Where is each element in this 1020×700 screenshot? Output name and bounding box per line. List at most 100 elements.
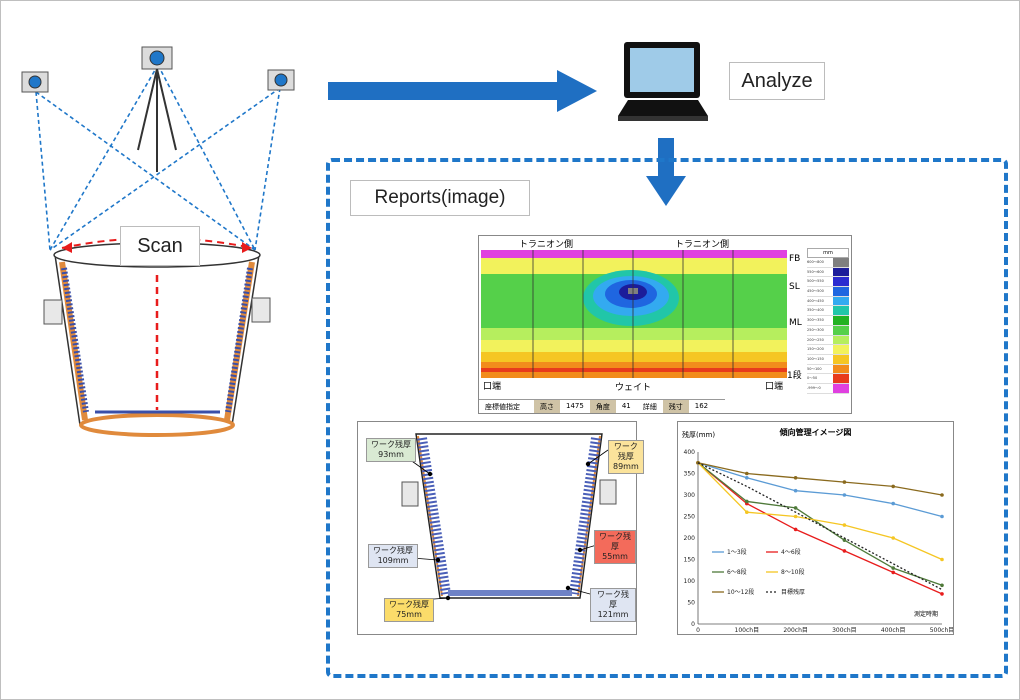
data-point: [940, 514, 944, 519]
heatmap-1dan-label: 1段: [787, 371, 802, 381]
y-tick-label: 50: [687, 600, 695, 607]
legend-swatch: [833, 287, 849, 296]
remain-label: 残寸: [662, 400, 689, 413]
legend-label: 500～550: [807, 279, 824, 284]
legend-row: 450～500: [807, 287, 849, 297]
legend-label: 150～200: [807, 347, 824, 352]
legend-label: 300～350: [807, 318, 824, 323]
data-point: [940, 592, 944, 596]
heatmap-footer: 座標値指定 高さ 1475 角度 41 詳細 残寸 162: [479, 399, 725, 413]
data-point: [842, 549, 847, 553]
chart-ylabel: 残厚(mm): [682, 431, 716, 439]
legend-row: 400～450: [807, 296, 849, 307]
legend-text: 目標残厚: [781, 588, 805, 596]
laptop-icon: [618, 42, 708, 121]
series-line: [697, 462, 943, 591]
series-line: [697, 462, 943, 496]
data-point: [745, 471, 749, 476]
legend-header: mm: [807, 248, 849, 258]
data-point: [891, 566, 895, 570]
legend-text: 8～10段: [781, 568, 804, 576]
remain-value: 162: [694, 402, 709, 410]
angle-label: 角度: [589, 400, 616, 413]
heatmap-fb-label: FB: [789, 254, 801, 264]
legend-text: 6～8段: [727, 568, 747, 576]
x-tick-label: 400ch目: [881, 627, 906, 634]
y-tick-label: 100: [684, 578, 696, 585]
scanner-left-icon: [21, 71, 49, 93]
data-point: [842, 480, 847, 484]
legend-row: 200～250: [807, 335, 849, 346]
legend-text: 10～12段: [727, 588, 754, 596]
scan-label: Scan: [120, 226, 200, 266]
legend-row: 50～100: [807, 364, 849, 375]
legend-row: 600～800: [807, 258, 849, 268]
chart-title: 傾向管理イメージ図: [779, 428, 852, 437]
legend-swatch: [833, 383, 849, 393]
y-tick-label: 150: [684, 557, 696, 564]
scanner-right-icon: [267, 69, 295, 91]
x-tick-label: 100ch目: [735, 627, 760, 634]
data-point: [891, 536, 895, 540]
data-point: [793, 514, 798, 519]
angle-value: 41: [621, 402, 631, 410]
y-tick-label: 250: [684, 514, 696, 521]
legend-row: 150～200: [807, 345, 849, 355]
legend-swatch: [833, 345, 849, 354]
data-point: [793, 476, 798, 480]
heatmap-bottom-left-label: 口端: [483, 382, 502, 392]
section-diagram: [401, 433, 617, 601]
data-point: [940, 583, 944, 588]
reports-label: Reports(image): [350, 180, 530, 216]
legend-swatch: [833, 316, 849, 325]
heatmap-panel: トラニオン側 トラニオン側 FB SL ML 1段 口端 ウェイト 口端 mm …: [478, 235, 852, 414]
legend-swatch: [833, 258, 849, 267]
data-point: [940, 557, 944, 562]
heatmap-bottom-right-label: 口端: [765, 382, 784, 392]
data-point: [842, 493, 847, 497]
legend-swatch: [833, 325, 849, 335]
heatmap-ml-label: ML: [789, 318, 802, 328]
series-line: [697, 462, 943, 561]
legend-label: 550～600: [807, 269, 824, 274]
legend-row: 550～600: [807, 267, 849, 278]
legend-swatch: [833, 374, 849, 383]
analyze-label: Analyze: [729, 62, 825, 100]
legend-swatch: [833, 364, 849, 374]
detail-label: 詳細: [642, 403, 657, 411]
chart-xlabel: 測定時期: [914, 611, 939, 618]
series-line: [697, 462, 943, 595]
y-tick-label: 400: [684, 449, 696, 456]
series-line: [697, 462, 943, 518]
legend-label: 100～150: [807, 356, 824, 361]
heatmap-image: [481, 250, 787, 378]
y-tick-label: 200: [684, 535, 696, 542]
heatmap-top-left-label: トラニオン側: [519, 240, 574, 250]
legend-label: 0～50: [807, 376, 818, 381]
legend-label: 600～800: [807, 260, 824, 264]
legend-label: 50～100: [807, 366, 822, 371]
x-tick-label: 300ch目: [832, 627, 857, 634]
heatmap-top-right-label: トラニオン側: [675, 240, 730, 250]
data-point: [793, 506, 798, 510]
arrow-right-icon: [328, 70, 597, 112]
data-point: [940, 493, 944, 497]
heatmap-sl-label: SL: [789, 282, 800, 292]
scan-diagram: [21, 46, 295, 437]
legend-text: 1～3段: [727, 548, 747, 556]
legend-row: 0～50: [807, 374, 849, 384]
data-point: [842, 523, 847, 527]
scan-beams: [35, 64, 281, 251]
legend-swatch: [833, 306, 849, 316]
y-tick-label: 350: [684, 471, 696, 478]
legend-label: 400～450: [807, 298, 824, 303]
legend-row: 250～300: [807, 325, 849, 336]
data-point: [891, 484, 895, 489]
coord-label: 座標値指定: [485, 403, 520, 411]
data-point: [793, 527, 798, 532]
height-label: 高さ: [534, 400, 560, 413]
